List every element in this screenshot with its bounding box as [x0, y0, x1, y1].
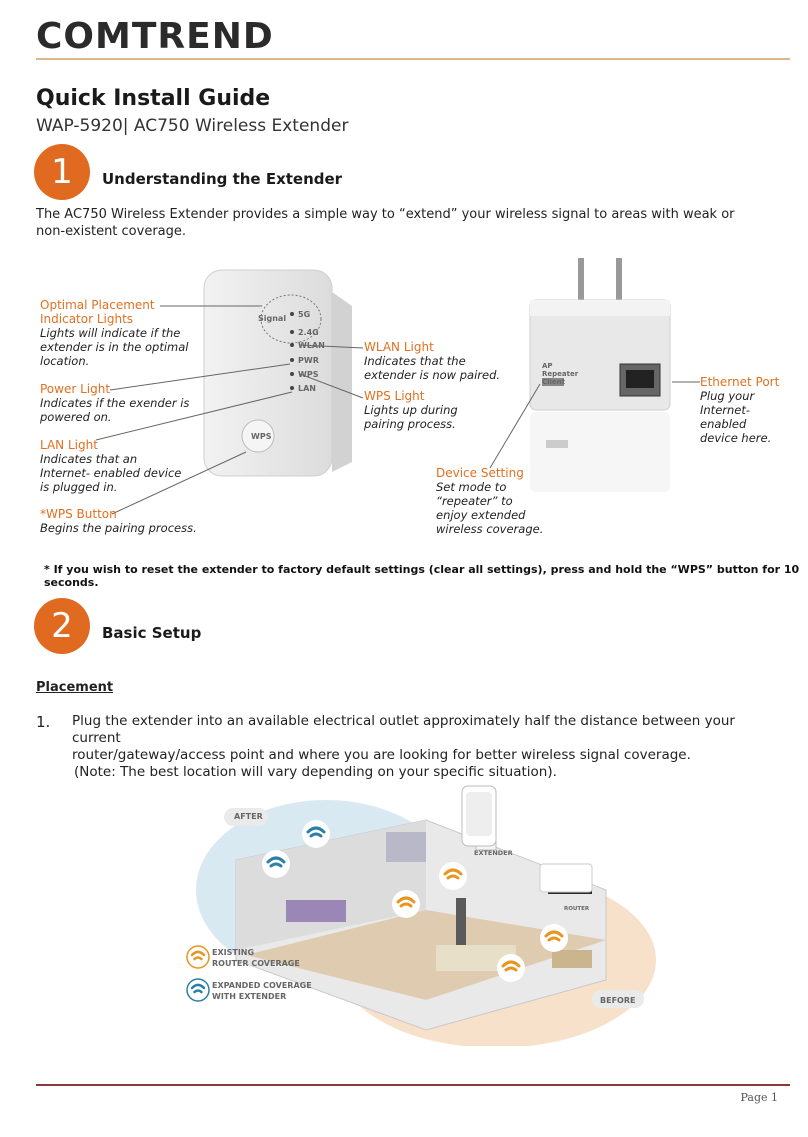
- extender-front-illustration: [203, 269, 352, 477]
- step-1-badge: 1: [34, 144, 90, 200]
- optimal-desc-line2: extender is in the optimal: [40, 340, 189, 354]
- ethernet-desc-line3: enabled: [700, 417, 747, 431]
- placement-instruction: Plug the extender into an available elec…: [72, 713, 782, 781]
- device-desc-line3: enjoy extended: [436, 508, 526, 522]
- wps-button-callout: *WPS Button Begins the pairing process.: [40, 507, 197, 535]
- ethernet-title: Ethernet Port: [700, 375, 780, 389]
- legend-expanded: EXPANDED COVERAGE WITH EXTENDER: [212, 980, 312, 1002]
- switch-client-label: Client: [542, 378, 566, 386]
- legend-expanded-line2: WITH EXTENDER: [212, 992, 287, 1001]
- wlan-title: WLAN Light: [364, 340, 434, 354]
- lan-light-callout: LAN Light Indicates that an Internet- en…: [40, 438, 181, 494]
- step-item-number: 1.: [36, 713, 51, 731]
- wps-button-title: *WPS Button: [40, 507, 117, 521]
- 24g-label: 2.4G: [298, 328, 319, 337]
- instruction-line3: (Note: The best location will vary depen…: [74, 764, 557, 780]
- legend-existing-line2: ROUTER COVERAGE: [212, 959, 300, 968]
- lan-title: LAN Light: [40, 438, 98, 452]
- legend-existing: EXISTING ROUTER COVERAGE: [212, 947, 300, 969]
- ethernet-desc-line1: Plug your: [700, 389, 755, 403]
- device-setting-title: Device Setting: [436, 466, 524, 480]
- pwr-label: PWR: [298, 356, 319, 365]
- legend-existing-line1: EXISTING: [212, 948, 255, 957]
- 5g-label: 5G: [298, 310, 311, 319]
- ethernet-desc-line2: Internet-: [700, 403, 751, 417]
- legend-expanded-line1: EXPANDED COVERAGE: [212, 981, 312, 990]
- placement-heading: Placement: [36, 680, 114, 695]
- extender-side-illustration: [529, 258, 671, 492]
- lan-desc-line1: Indicates that an: [40, 452, 138, 466]
- wps-light-title: WPS Light: [364, 389, 425, 403]
- power-desc-line1: Indicates if the exender is: [40, 396, 190, 410]
- signal-label: Signal: [258, 314, 287, 323]
- wps-label: WPS: [298, 370, 319, 379]
- power-desc-line2: powered on.: [40, 410, 112, 424]
- device-setting-callout: Device Setting Set mode to “repeater” to…: [436, 466, 543, 536]
- lan-desc-line2: Internet- enabled device: [40, 466, 182, 480]
- section-1-intro: The AC750 Wireless Extender provides a s…: [36, 207, 735, 239]
- power-light-callout: Power Light Indicates if the exender is …: [40, 382, 189, 424]
- footer-rule: [36, 1084, 790, 1086]
- power-title: Power Light: [40, 382, 111, 396]
- device-desc-line2: “repeater” to: [436, 494, 513, 508]
- after-label: AFTER: [234, 812, 263, 821]
- wps-light-desc-line2: pairing process.: [364, 417, 456, 431]
- coverage-illustration: [186, 785, 656, 1046]
- extender-label: EXTENDER: [474, 849, 513, 857]
- optimal-placement-callout: Optimal Placement Indicator Lights Light…: [40, 298, 189, 368]
- callout-leaders: [95, 305, 700, 515]
- wps-button-desc: Begins the pairing process.: [40, 521, 197, 535]
- guide-subtitle: WAP-5920| AC750 Wireless Extender: [36, 116, 349, 136]
- section-2-heading: Basic Setup: [102, 624, 202, 642]
- wps-light-callout: WPS Light Lights up during pairing proce…: [364, 389, 458, 431]
- switch-ap-label: AP: [542, 362, 553, 370]
- ethernet-port-callout: Ethernet Port Plug your Internet- enable…: [700, 375, 779, 445]
- optimal-title-line2: Indicator Lights: [40, 312, 134, 326]
- instruction-line1: Plug the extender into an available elec…: [72, 713, 735, 746]
- header-rule: [36, 58, 790, 60]
- comtrend-logo: COMTREND: [36, 16, 274, 57]
- wps-button-label: WPS: [251, 432, 272, 441]
- page-number: Page 1: [740, 1091, 778, 1104]
- instruction-line2: router/gateway/access point and where yo…: [72, 747, 691, 763]
- reset-note: * If you wish to reset the extender to f…: [44, 563, 800, 589]
- optimal-desc-line3: location.: [40, 354, 90, 368]
- wlan-light-callout: WLAN Light Indicates that the extender i…: [364, 340, 500, 382]
- before-label: BEFORE: [600, 996, 636, 1005]
- mode-switch-label: AP Repeater Client: [542, 362, 579, 386]
- optimal-desc-line1: Lights will indicate if the: [40, 326, 181, 340]
- wps-light-desc-line1: Lights up during: [364, 403, 458, 417]
- router-label: ROUTER: [564, 906, 590, 912]
- device-desc-line1: Set mode to: [436, 480, 507, 494]
- wlan-desc-line2: extender is now paired.: [364, 368, 501, 382]
- lan-label: LAN: [298, 384, 316, 393]
- switch-repeater-label: Repeater: [542, 370, 579, 378]
- device-desc-line4: wireless coverage.: [436, 522, 544, 536]
- wlan-desc-line1: Indicates that the: [364, 354, 466, 368]
- step-2-badge: 2: [34, 598, 90, 654]
- guide-title: Quick Install Guide: [36, 86, 271, 111]
- lan-desc-line3: is plugged in.: [40, 480, 118, 494]
- optimal-title-line1: Optimal Placement: [40, 298, 155, 312]
- ethernet-desc-line4: device here.: [700, 431, 772, 445]
- section-1-heading: Understanding the Extender: [102, 170, 343, 188]
